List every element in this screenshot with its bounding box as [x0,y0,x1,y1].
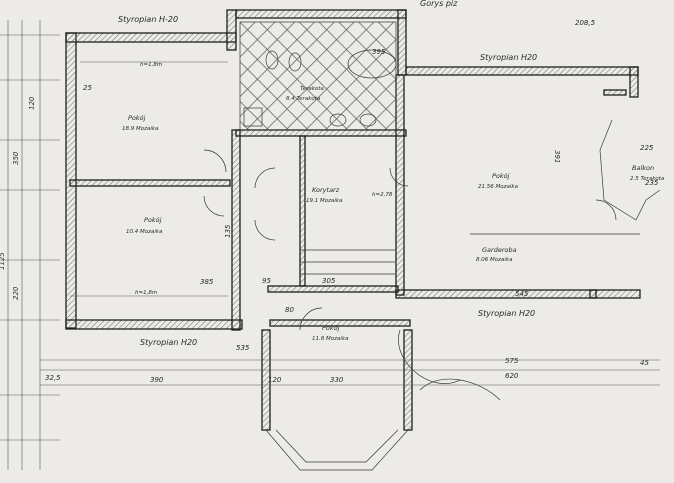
dim-95: 95 [262,277,271,285]
room-d-name: Pokój [322,324,340,332]
room-d-floor: 11.8 Mozaika [312,336,349,342]
room-b-floor: 10.4 Mozaika [126,229,163,235]
corridor-floor: 19.1 Mozaika [306,198,343,204]
dim-1125: 1125 [0,252,6,270]
dim-135: 135 [224,224,232,238]
dim-25: 25 [83,84,92,92]
left-dimension-chain: 1125 220 350 120 [0,20,60,470]
room-a-name: Pokój [128,114,146,122]
wardrobe-name: Garderoba [482,246,517,254]
balcony-name: Balkon [632,164,654,172]
wardrobe-floor: 8.06 Mozaika [476,257,513,263]
dim-2085: 208,5 [575,19,596,27]
dim-395: 395 [372,48,386,56]
dim-220: 220 [12,286,20,300]
bathroom-fixtures [243,49,397,127]
styro-bottom: Styropian H20 [140,338,197,347]
dim-325: 32,5 [45,374,61,382]
dim-385: 385 [200,278,214,286]
dim-620: 620 [505,372,519,380]
balcony-floor: 2.5 Terakota [630,176,665,182]
h-mark-b: h=1,8m [135,290,157,296]
bottom-dimension-chain: 32,5 390 330 575 620 45 545 305 385 95 1… [40,19,660,386]
dim-390: 390 [150,376,164,384]
styro-right: Styropian H20 [478,309,535,318]
dim-80: 80 [285,306,294,314]
room-c-name: Pokój [492,172,510,180]
corridor-name: Korytarz [312,186,340,194]
dim-305: 305 [322,277,336,285]
top-right-label: Gorys piz [420,0,458,8]
room-a-floor: 18.9 Mozaika [122,126,159,132]
dim-391: 391 [553,150,561,163]
top-right-label-2: Styropian H20 [480,53,537,62]
h-mark-c: h=2,78 [372,192,393,198]
top-label: Styropian H-20 [118,15,178,24]
dim-575: 575 [505,357,519,365]
dim-225: 225 [640,144,654,152]
room-b-name: Pokój [144,216,162,224]
dim-45: 45 [640,359,649,367]
dim-120: 120 [28,96,36,110]
dim-545: 545 [515,290,529,298]
room-c-floor: 21.56 Mozaika [478,184,519,190]
bathroom-name: Terakota [300,86,324,92]
bathroom-tiles [239,21,397,131]
dim-330: 330 [330,376,344,384]
stair-lines [70,61,640,401]
dim-535: 535 [236,344,250,352]
annotations: Styropian H-20 Gorys piz Styropian H20 S… [118,0,665,347]
doors [203,149,617,331]
dim-235: 235 [645,179,659,187]
bathroom-floor: 8.4 Terakota [286,96,321,102]
interior-walls [69,21,661,327]
h-mark-a: h=1,8m [140,62,162,68]
dim-120b: 120 [268,376,282,384]
dim-350: 350 [12,151,20,165]
